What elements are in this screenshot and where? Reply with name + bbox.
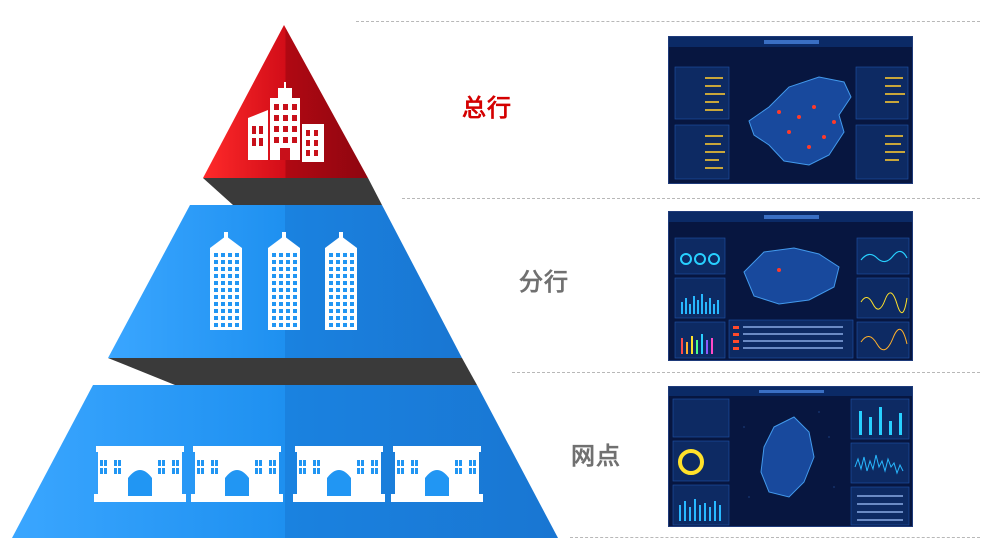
divider-line-2 [402, 198, 980, 199]
tier-label-branch: 分行 [519, 262, 569, 297]
bank-branch-icon [293, 446, 385, 502]
bank-branch-icon [391, 446, 483, 502]
dashboard-thumbnail-headquarters [668, 36, 913, 184]
pyramid-diagram [0, 0, 570, 543]
skyscraper-icon [325, 232, 357, 330]
tier-label-outlet: 网点 [571, 436, 621, 471]
skyscraper-icon [210, 232, 242, 330]
skyscraper-icon [268, 232, 300, 330]
separator-2 [108, 358, 477, 385]
dashboard-thumbnail-outlet [668, 386, 913, 527]
dashboard-thumbnail-branch [668, 211, 913, 361]
tier-label-headquarters: 总行 [462, 88, 512, 123]
divider-line-1 [356, 21, 980, 22]
divider-line-4 [570, 537, 980, 538]
separator-1 [203, 178, 382, 205]
skyscraper-icon-group [210, 232, 357, 330]
divider-line-3 [512, 372, 980, 373]
bank-branch-icon [94, 446, 186, 502]
bank-branch-icon [191, 446, 283, 502]
